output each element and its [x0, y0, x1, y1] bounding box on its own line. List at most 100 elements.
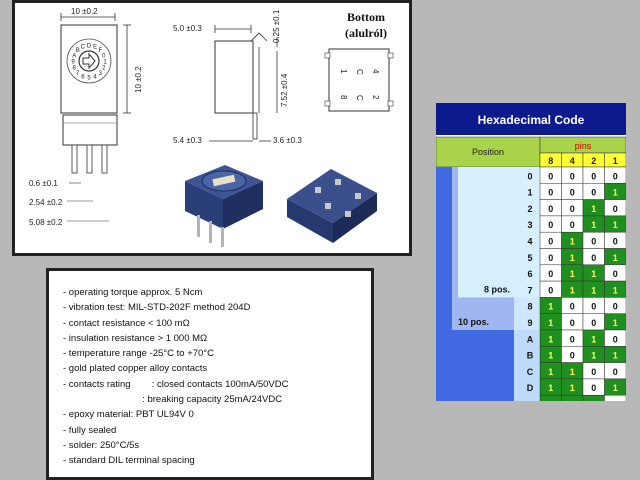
spec-line: - contacts rating : closed contacts 100m… — [63, 378, 289, 390]
bit-value: 1 — [613, 220, 618, 230]
dial-letter: 8 — [73, 66, 77, 72]
pins-header: pins — [575, 141, 592, 151]
dim-pin-06: 0.6 ±0.1 — [29, 179, 58, 188]
bit-value: 1 — [548, 302, 553, 312]
bit-value: 1 — [570, 383, 575, 393]
bit-value: 0 — [570, 204, 575, 214]
pin-label-8: 8 — [339, 95, 348, 100]
bit-value: 1 — [613, 285, 618, 295]
bit-value: 1 — [548, 351, 553, 361]
dim-width-10: 10 ±0.2 — [71, 7, 98, 16]
dim-752: 7.52 ±0.4 — [280, 73, 289, 107]
pin-label-2: 2 — [371, 95, 380, 100]
pin-label-c-top: C — [355, 69, 364, 75]
spec-line: - solder: 250°C/5s — [63, 439, 140, 451]
bit-value: 0 — [591, 383, 596, 393]
pin-label-c-bottom: C — [355, 95, 364, 101]
bottom-subtitle: (alulról) — [345, 26, 387, 40]
bit-value: 1 — [570, 237, 575, 247]
bit-value: 1 — [548, 318, 553, 328]
bit-value: 0 — [613, 400, 618, 402]
bit-value: 1 — [591, 269, 596, 279]
position-value: 5 — [527, 253, 532, 263]
bit-value: 1 — [591, 334, 596, 344]
bit-value: 0 — [591, 302, 596, 312]
hex-title: Hexadecimal Code — [478, 113, 585, 127]
dial-letter: 1 — [103, 60, 107, 66]
bit-value: 0 — [613, 237, 618, 247]
specification-list: - operating torque approx. 5 Ncm- vibrat… — [63, 285, 371, 469]
position-value: A — [527, 334, 534, 344]
position-value: 2 — [527, 204, 532, 214]
bit-value: 1 — [570, 285, 575, 295]
position-value: E — [527, 400, 533, 402]
dim-depth-5: 5.0 ±0.3 — [173, 24, 202, 33]
hex-title-bar — [436, 103, 626, 135]
bit-value: 0 — [570, 351, 575, 361]
specification-panel: - operating torque approx. 5 Ncm- vibrat… — [46, 268, 374, 480]
bit-value: 0 — [613, 302, 618, 312]
bit-value: 1 — [591, 204, 596, 214]
bit-value: 0 — [613, 204, 618, 214]
bit-value: 0 — [570, 188, 575, 198]
spec-line: - epoxy material: PBT UL94V 0 — [63, 409, 194, 421]
bit-value: 1 — [548, 400, 553, 402]
spec-line: - contact resistance < 100 mΩ — [63, 317, 190, 329]
dial-letter: E — [93, 45, 97, 51]
dim-025: 0.25 ±0.1 — [272, 9, 281, 43]
bit-value: 0 — [613, 269, 618, 279]
bit-value: 0 — [548, 188, 553, 198]
pin-label-4: 4 — [371, 69, 380, 74]
bit-value: 0 — [548, 269, 553, 279]
dial-letter: A — [72, 53, 76, 59]
bit-value: 0 — [570, 334, 575, 344]
bit-value: 0 — [591, 171, 596, 181]
position-value: D — [527, 383, 534, 393]
bit-value: 1 — [548, 334, 553, 344]
bit-value: 0 — [613, 367, 618, 377]
position-value-column — [514, 167, 540, 428]
bit-value: 0 — [570, 318, 575, 328]
dial-letter: 5 — [87, 76, 91, 82]
position-value: 7 — [527, 285, 532, 295]
bit-value: 0 — [591, 318, 596, 328]
bit-value: 0 — [570, 171, 575, 181]
dial-letter: 3 — [99, 71, 103, 77]
group-label: 10 pos. — [458, 317, 489, 327]
spec-line: - vibration test: MIL-STD-202F method 20… — [63, 302, 251, 314]
bit-value: 1 — [613, 253, 618, 263]
bit-value: 0 — [591, 188, 596, 198]
dial-letter: 7 — [76, 71, 80, 77]
bit-value: 1 — [591, 351, 596, 361]
bit-value: 1 — [570, 269, 575, 279]
spec-line: : breaking capacity 25mA/24VDC — [63, 394, 283, 406]
pin-col-label: 8 — [548, 156, 553, 166]
dim-height-10: 10 ±0.2 — [134, 66, 143, 93]
dial-letter: D — [87, 44, 92, 50]
bit-value: 1 — [613, 383, 618, 393]
position-header: Position — [472, 147, 504, 157]
bit-value: 0 — [548, 253, 553, 263]
bit-value: 1 — [570, 367, 575, 377]
bit-value: 0 — [570, 302, 575, 312]
dial-letter: C — [81, 45, 86, 51]
side-view: 5.0 ±0.3 0.25 ±0.1 7.52 ±0.4 5.4 ±0.3 3.… — [173, 9, 302, 145]
dim-pitch-508: 5.08 ±0.2 — [29, 218, 63, 227]
dial-letter: F — [98, 48, 102, 54]
bit-value: 1 — [613, 318, 618, 328]
bit-value: 0 — [613, 171, 618, 181]
bit-value: 1 — [570, 400, 575, 402]
pin-label-1: 1 — [339, 69, 348, 74]
pin-col-label: 4 — [570, 156, 575, 166]
dim-36: 3.6 ±0.3 — [273, 136, 302, 145]
dim-pitch-254: 2.54 ±0.2 — [29, 198, 63, 207]
bit-value: 0 — [591, 237, 596, 247]
spec-line: - temperature range -25°C to +70°C — [63, 348, 214, 360]
bottom-view: Bottom (alulról) 1 C 4 8 C 2 — [324, 10, 394, 112]
bit-value: 1 — [613, 351, 618, 361]
